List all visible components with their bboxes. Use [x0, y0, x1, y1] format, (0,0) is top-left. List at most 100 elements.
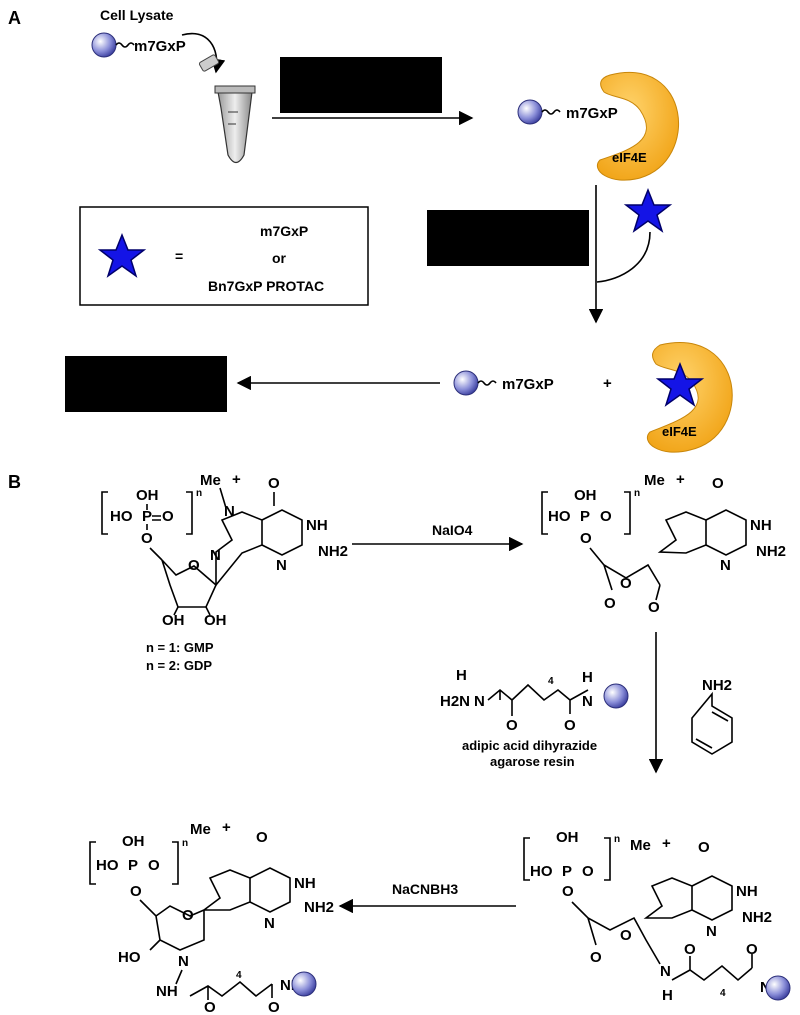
plus-sign: +: [603, 375, 612, 392]
svg-text:+: +: [222, 819, 231, 836]
structure-dialdehyde: n OH HO P O O O O O Me + O NH N NH2: [541, 471, 786, 616]
svg-text:H: H: [456, 667, 467, 684]
svg-text:n: n: [182, 838, 188, 849]
svg-text:H: H: [582, 669, 593, 686]
svg-text:O: O: [580, 530, 592, 547]
svg-text:NH: NH: [294, 875, 316, 892]
legend-option-1: m7GxP: [260, 223, 308, 239]
cell-lysate-label: Cell Lysate: [100, 7, 174, 23]
svg-text:O: O: [130, 883, 142, 900]
svg-text:N: N: [178, 953, 189, 970]
svg-text:O: O: [604, 595, 616, 612]
reagent-reduction: NaCNBH3: [392, 881, 458, 897]
probe-label-2: m7GxP: [566, 105, 618, 122]
svg-text:N: N: [474, 693, 485, 710]
svg-text:Me: Me: [644, 472, 665, 489]
svg-text:O: O: [712, 475, 724, 492]
svg-text:P: P: [580, 508, 590, 525]
svg-text:N: N: [210, 547, 221, 564]
svg-text:NH: NH: [156, 983, 178, 1000]
svg-text:OH: OH: [162, 612, 185, 629]
resin-bead-5: [765, 975, 791, 1001]
svg-text:4: 4: [720, 988, 726, 999]
svg-text:n: n: [634, 488, 640, 499]
svg-text:NH: NH: [736, 883, 758, 900]
svg-text:NH2: NH2: [318, 543, 348, 560]
linker-3: [477, 380, 497, 386]
svg-text:P: P: [128, 857, 138, 874]
svg-text:+: +: [662, 835, 671, 852]
svg-text:n: n: [614, 834, 620, 845]
svg-text:O: O: [506, 717, 518, 734]
svg-text:NH: NH: [306, 517, 328, 534]
star-addition-curve: [596, 231, 651, 283]
resin-bead-3: [453, 370, 479, 396]
svg-text:O: O: [582, 863, 594, 880]
svg-text:HO: HO: [110, 508, 133, 525]
structure-nucleotide: n OH HO P O O O OH OH Me + N N O NH N NH…: [101, 471, 348, 629]
svg-text:+: +: [676, 471, 685, 488]
redacted-box-2: [427, 210, 589, 266]
svg-text:HO: HO: [548, 508, 571, 525]
svg-text:O: O: [204, 999, 216, 1015]
svg-text:H2N: H2N: [440, 693, 470, 710]
svg-text:O: O: [182, 907, 194, 924]
svg-text:4: 4: [548, 676, 554, 687]
competitor-star-icon: [625, 189, 671, 232]
structure-aniline: NH2: [691, 677, 733, 755]
svg-text:N: N: [276, 557, 287, 574]
resin-bead-2: [517, 99, 543, 125]
svg-text:N: N: [264, 915, 275, 932]
svg-text:Me: Me: [190, 821, 211, 838]
svg-text:O: O: [648, 599, 660, 616]
svg-text:4: 4: [236, 970, 242, 981]
resin-bead-1: [91, 32, 117, 58]
svg-text:NH2: NH2: [702, 677, 732, 694]
svg-text:O: O: [620, 575, 632, 592]
svg-text:O: O: [268, 475, 280, 492]
eif4e-protein-1: [597, 72, 680, 181]
reagent-periodate: NaIO4: [432, 522, 473, 538]
resin-bead-6: [291, 971, 317, 997]
redacted-box-1: [280, 57, 442, 113]
gmp-label: n = 1: GMP: [146, 640, 214, 655]
svg-text:n: n: [196, 488, 202, 499]
svg-text:H: H: [662, 987, 673, 1004]
svg-text:NH2: NH2: [304, 899, 334, 916]
svg-text:N: N: [706, 923, 717, 940]
svg-text:N: N: [224, 503, 235, 520]
svg-text:OH: OH: [574, 487, 597, 504]
svg-text:O: O: [188, 557, 200, 574]
structure-hydrazone: n OH HO P O O O O N H O O 4 NH Me + O NH…: [523, 829, 782, 1004]
legend-equals: =: [175, 248, 183, 264]
gdp-label: n = 2: GDP: [146, 658, 212, 673]
linker-1: [115, 42, 135, 48]
svg-text:O: O: [562, 883, 574, 900]
legend-option-2: Bn7GxP PROTAC: [208, 278, 324, 294]
svg-text:OH: OH: [136, 487, 159, 504]
svg-text:O: O: [600, 508, 612, 525]
svg-text:+: +: [232, 471, 241, 488]
structure-adipic-resin: H H2N N O O 4 N H: [440, 667, 593, 734]
svg-text:P: P: [142, 508, 152, 525]
svg-text:Me: Me: [630, 837, 651, 854]
svg-text:OH: OH: [122, 833, 145, 850]
resin-label-line1: adipic acid dihyrazide: [462, 738, 597, 753]
redacted-box-3: [65, 356, 227, 412]
add-lysate-arrow: [181, 32, 226, 74]
eif4e-label-2: eIF4E: [662, 424, 697, 439]
svg-text:O: O: [684, 941, 696, 958]
svg-text:O: O: [141, 530, 153, 547]
svg-text:NH: NH: [750, 517, 772, 534]
svg-text:O: O: [746, 941, 758, 958]
panel-b-label: B: [8, 472, 21, 492]
eif4e-protein-2: [647, 342, 733, 453]
svg-text:OH: OH: [556, 829, 579, 846]
panel-a-label: A: [8, 8, 21, 28]
svg-text:O: O: [698, 839, 710, 856]
svg-text:N: N: [582, 693, 593, 710]
svg-text:O: O: [564, 717, 576, 734]
svg-text:N: N: [720, 557, 731, 574]
svg-text:O: O: [590, 949, 602, 966]
